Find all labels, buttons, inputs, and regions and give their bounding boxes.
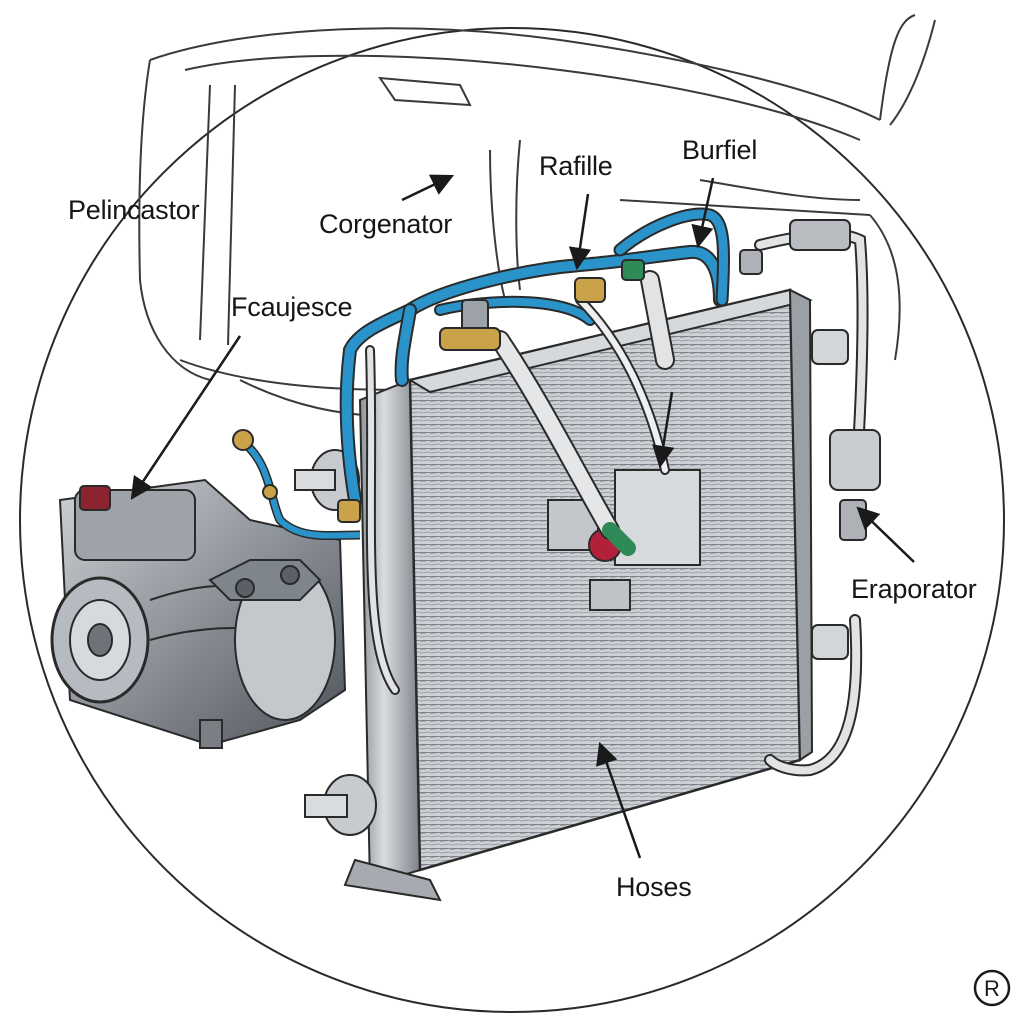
leader-arrows	[130, 174, 915, 859]
compressor-hose	[232, 429, 361, 541]
label-burfiel: Burfiel	[682, 135, 758, 165]
outline-circle	[19, 27, 1005, 1013]
label-pelincastor: Pelincastor	[68, 195, 200, 225]
compressor	[50, 478, 347, 749]
fittings	[337, 219, 881, 541]
label-fcaujesce: Fcaujesce	[231, 292, 353, 322]
arrow-icon	[652, 391, 675, 469]
arrow-icon	[691, 177, 715, 249]
label-hoses: Hoses	[616, 872, 692, 902]
condenser	[294, 288, 849, 902]
arrow-icon	[568, 193, 592, 271]
trademark-letter: R	[984, 976, 1000, 1001]
registered-trademark-icon: R	[973, 969, 1011, 1007]
label-rafille: Rafille	[539, 151, 613, 181]
arrow-icon	[401, 174, 455, 202]
arrow-icon	[856, 506, 915, 563]
label-eraporator: Eraporator	[851, 574, 977, 604]
arrow-icon	[130, 335, 242, 500]
label-corgenator: Corgenator	[319, 209, 453, 239]
arrow-icon	[596, 741, 642, 859]
